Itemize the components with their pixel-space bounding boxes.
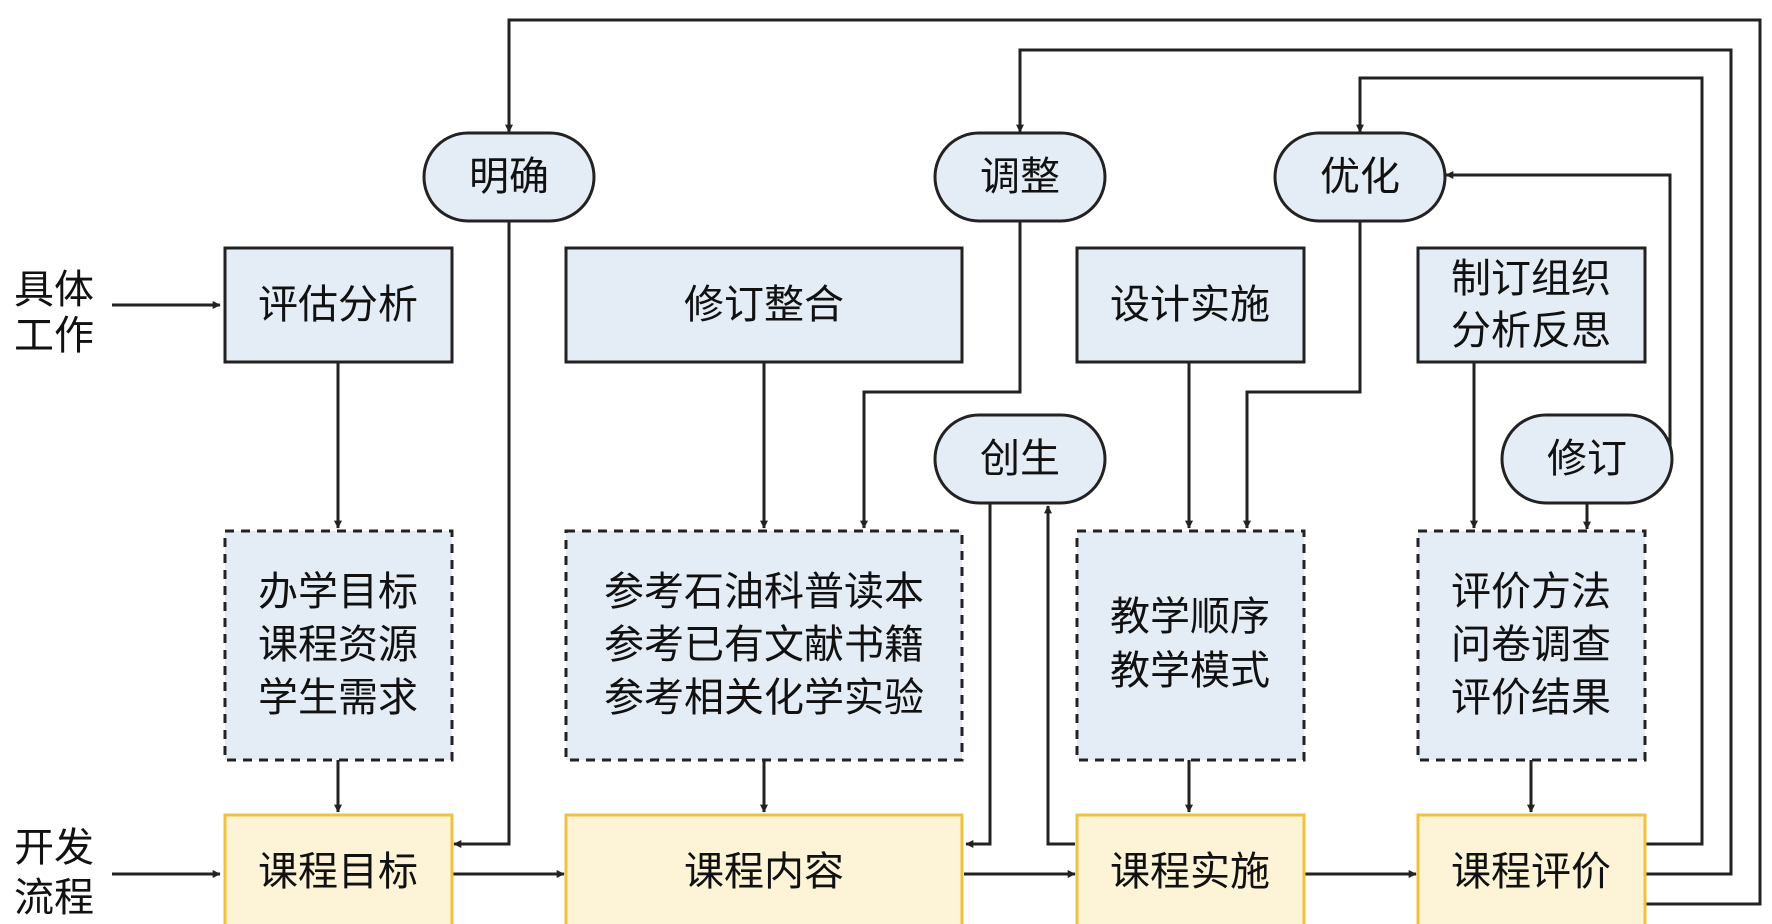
oval-create-label: 创生 [980,436,1060,482]
side-label-process: 开发 流程 [14,825,94,921]
clarify-to-objective-arrow [453,222,511,848]
box-content-line-2: 参考已有文献书籍 [604,622,924,668]
side-label-work-line-2: 工作 [14,313,94,359]
oval-adjust: 调整 [933,131,1107,223]
box-content-line-3: 参考相关化学实验 [604,675,924,721]
flow-implementation: 课程实施 [1075,813,1306,924]
box-goals-line-2: 课程资源 [258,622,418,668]
side-label-process-line-1: 开发 [14,825,94,871]
box-content-line-1: 参考石油科普读本 [604,569,924,615]
oval-clarify: 明确 [422,131,596,223]
flow-content: 课程内容 [564,813,964,924]
flow-objective-label: 课程目标 [258,849,418,895]
box-teaching-detail: 教学顺序 教学模式 [1075,529,1306,762]
revise-to-optimize-arrow [1445,171,1672,458]
box-formulate: 制订组织 分析反思 [1416,246,1647,364]
flow-implementation-label: 课程实施 [1110,849,1270,895]
adjust-to-content-arrow [860,222,1022,529]
box-integrate-label: 修订整合 [684,282,844,328]
side-label-work: 具体 工作 [14,267,94,359]
connectors [112,18,1762,906]
box-evaluation-line-2: 问卷调查 [1451,622,1611,668]
box-evaluation-detail: 评价方法 问卷调查 评价结果 [1416,529,1647,762]
oval-revise-label: 修订 [1547,436,1627,482]
box-design-label: 设计实施 [1110,282,1270,328]
box-goals-line-3: 学生需求 [258,675,418,721]
box-goals-detail: 办学目标 课程资源 学生需求 [223,529,454,762]
flow-evaluation-label: 课程评价 [1451,849,1611,895]
implementation-to-create-arrow [1044,505,1075,846]
box-teaching-line-1: 教学顺序 [1110,594,1270,640]
flow-evaluation: 课程评价 [1416,813,1647,924]
box-teaching-line-2: 教学模式 [1110,648,1270,694]
side-label-process-line-2: 流程 [14,875,94,921]
oval-clarify-label: 明确 [469,154,549,200]
box-content-detail: 参考石油科普读本 参考已有文献书籍 参考相关化学实验 [564,529,964,762]
oval-optimize-label: 优化 [1320,154,1400,200]
create-to-content-arrow [965,503,992,848]
box-formulate-line-1: 制订组织 [1451,256,1611,302]
optimize-to-teaching-arrow [1243,222,1362,529]
oval-revise: 修订 [1500,413,1674,505]
flow-objective: 课程目标 [223,813,454,924]
feedback-to-clarify-arrow [505,18,1762,906]
box-design: 设计实施 [1075,246,1306,364]
box-assess: 评估分析 [223,246,454,364]
feedback-to-adjust-arrow [1016,48,1733,876]
feedback-to-optimize-arrow [1356,76,1704,846]
box-goals-line-1: 办学目标 [258,569,418,615]
box-formulate-line-2: 分析反思 [1451,308,1611,354]
box-evaluation-line-3: 评价结果 [1451,675,1611,721]
box-integrate: 修订整合 [564,246,964,364]
box-assess-label: 评估分析 [258,282,418,328]
side-label-work-line-1: 具体 [14,267,94,313]
oval-adjust-label: 调整 [980,154,1060,200]
flow-content-label: 课程内容 [684,849,844,895]
oval-optimize: 优化 [1273,131,1447,223]
oval-create: 创生 [933,413,1107,505]
box-evaluation-line-1: 评价方法 [1451,569,1611,615]
